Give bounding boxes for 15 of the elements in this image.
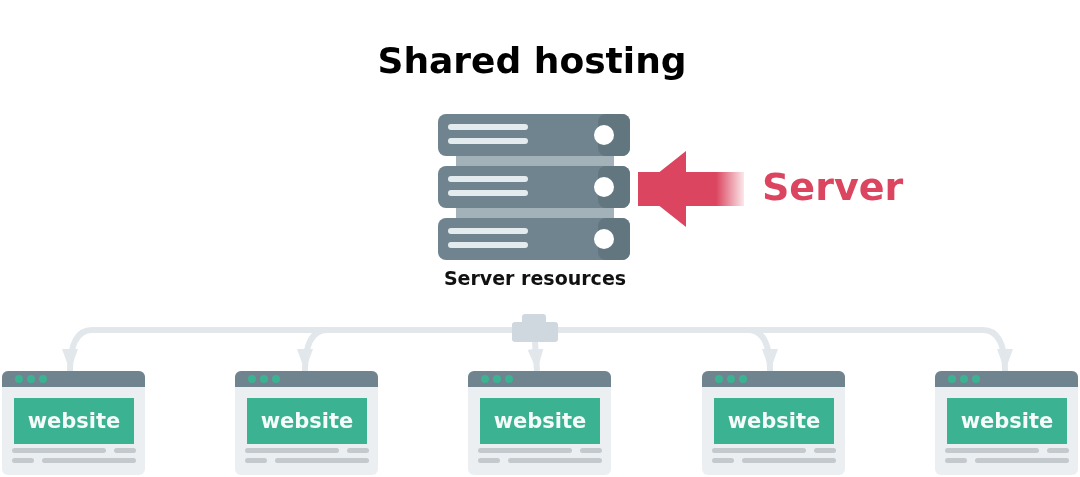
website-label: website [947, 398, 1067, 444]
website-label: website [247, 398, 367, 444]
website-label: website [480, 398, 600, 444]
arrow [638, 151, 744, 227]
browser-window [468, 371, 611, 475]
title: Shared hosting [377, 40, 687, 81]
browser-window [235, 371, 378, 475]
browser-window [702, 371, 845, 475]
website-label: website [714, 398, 834, 444]
browser-window [935, 371, 1078, 475]
arrow [527, 341, 544, 372]
website-label: website [14, 398, 134, 444]
browser-window [2, 371, 145, 475]
server-label: Server [762, 165, 904, 209]
server-caption: Server resources [443, 267, 627, 289]
